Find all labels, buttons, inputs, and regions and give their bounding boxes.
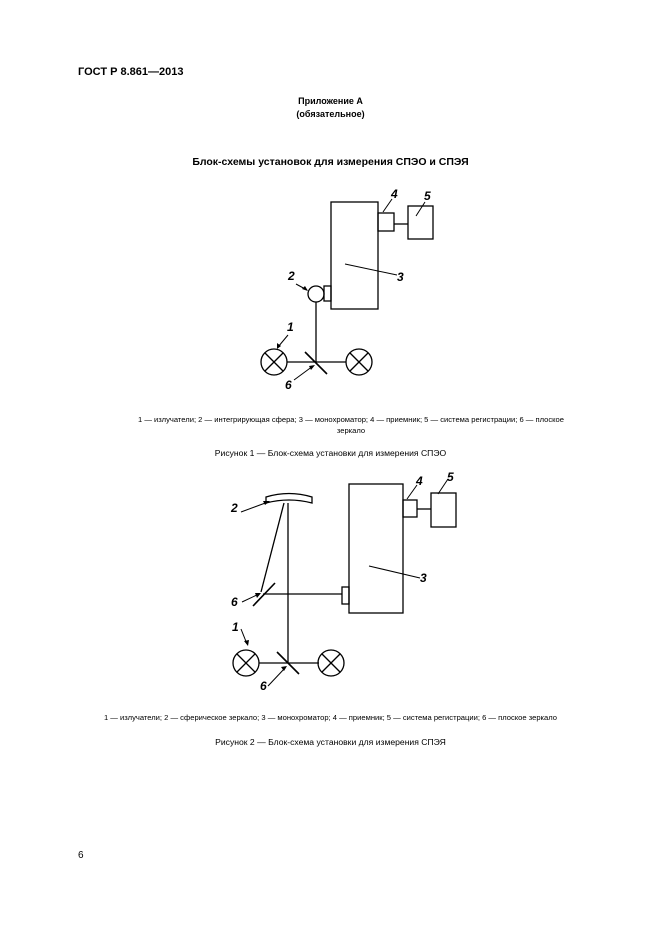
fig1-label-4: 4: [390, 187, 398, 201]
fig1-label-5: 5: [424, 189, 431, 203]
figure-1-legend: 1 — излучатели; 2 — интегрирующая сфера;…: [84, 414, 618, 436]
fig1-receiver: [377, 212, 395, 232]
figure-2-caption: Рисунок 2 — Блок-схема установки для изм…: [215, 737, 446, 747]
figure-1-legend-line-1: 1 — излучатели; 2 — интегрирующая сфера;…: [138, 415, 564, 424]
fig2-flat-mirror-lower: [276, 651, 300, 675]
fig2-label-3: 3: [420, 571, 427, 585]
fig1-label-2: 2: [287, 269, 295, 283]
fig2-label-5: 5: [447, 470, 454, 484]
fig1-registration-system: [407, 205, 434, 240]
fig2-emitter-left: [232, 649, 260, 677]
fig2-label-6-upper: 6: [231, 595, 238, 609]
page-number: 6: [78, 850, 84, 861]
fig2-receiver: [402, 499, 418, 518]
fig2-monochromator: [348, 483, 404, 614]
fig1-label-6: 6: [285, 378, 292, 392]
fig1-flat-mirror: [304, 351, 328, 375]
figure-1-caption: Рисунок 1 — Блок-схема установки для изм…: [214, 448, 447, 458]
fig2-spherical-mirror: [265, 492, 313, 504]
figure-2-legend: 1 — излучатели; 2 — сферическое зеркало;…: [103, 713, 558, 722]
fig1-label-1: 1: [287, 320, 294, 334]
fig1-label-3: 3: [397, 270, 404, 284]
fig2-label-4: 4: [415, 474, 423, 488]
fig1-emitter-right: [345, 348, 373, 376]
appendix-title: Приложение А: [298, 96, 363, 106]
fig1-monochromator: [330, 201, 379, 310]
fig2-entrance-slit: [341, 586, 350, 605]
appendix-subtitle: (обязательное): [296, 109, 365, 119]
fig2-label-6-lower: 6: [260, 679, 267, 693]
fig2-emitter-right: [317, 649, 345, 677]
fig2-label-1: 1: [232, 620, 239, 634]
section-title: Блок-схемы установок для измерения СПЭО …: [192, 156, 469, 168]
fig2-label-2: 2: [230, 501, 238, 515]
figure-1-legend-line-2: зеркало: [336, 426, 366, 435]
fig2-flat-mirror-upper: [252, 582, 276, 607]
fig1-emitter-left: [260, 348, 288, 376]
document-header: ГОСТ Р 8.861—2013: [78, 66, 184, 78]
fig2-registration-system: [430, 492, 457, 528]
